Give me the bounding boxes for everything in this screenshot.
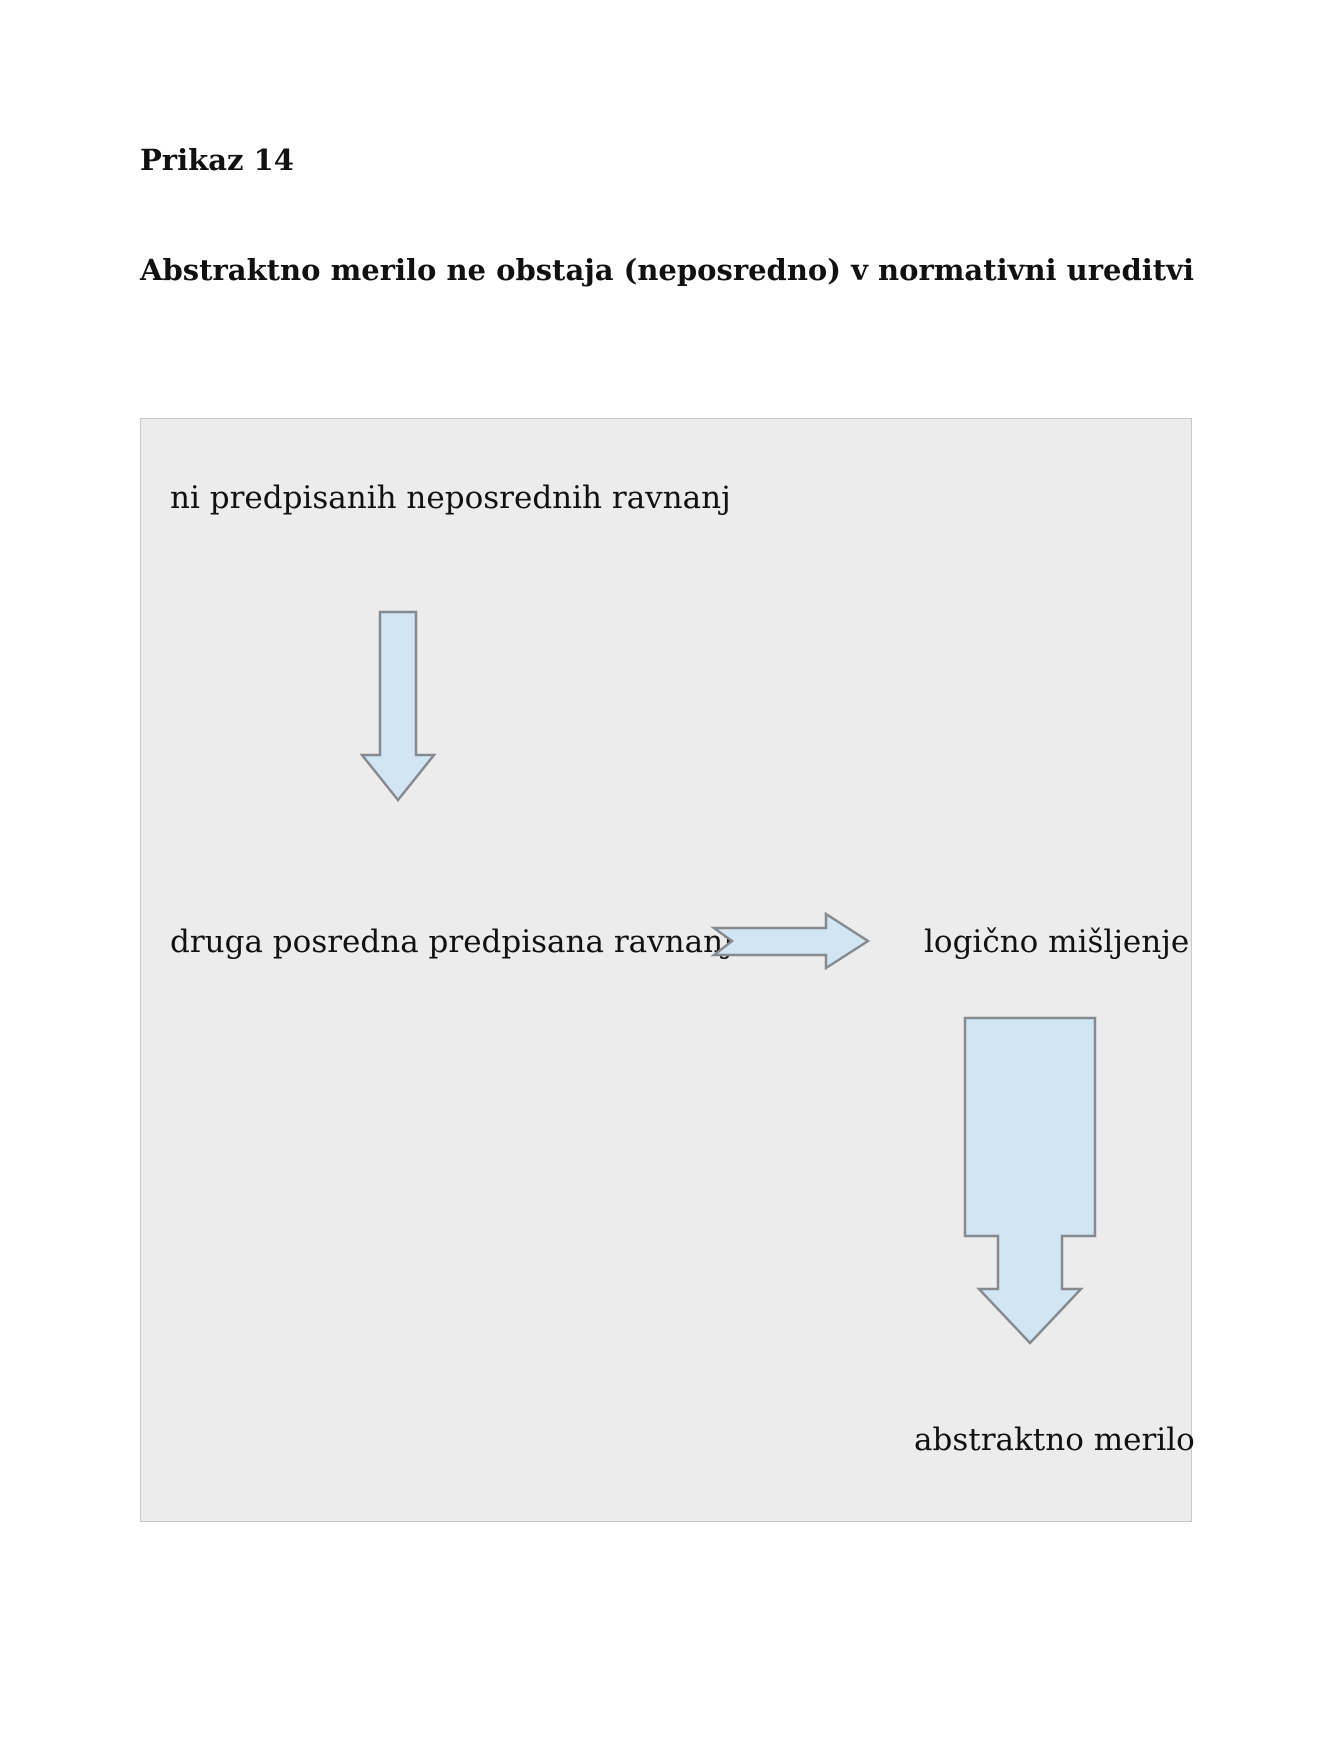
diagram-panel xyxy=(140,418,1192,1522)
figure-label: Prikaz 14 xyxy=(140,143,294,177)
figure-title: Abstraktno merilo ne obstaja (neposredno… xyxy=(140,253,1195,287)
node-abstract-standard: abstraktno merilo xyxy=(914,1422,1195,1458)
node-no-direct-rules: ni predpisanih neposrednih ravnanj xyxy=(170,480,731,516)
node-logical-thinking: logično mišljenje xyxy=(924,924,1190,960)
arrow-middle-to-logic xyxy=(710,911,871,971)
down-arrow-icon xyxy=(963,1016,1097,1345)
node-indirect-rules: druga posredna predpisana ravnanja xyxy=(170,924,752,960)
down-arrow-icon xyxy=(359,610,437,803)
arrow-top-to-middle xyxy=(359,610,437,803)
chevron-right-arrow-icon xyxy=(710,911,871,971)
arrow-logic-to-result xyxy=(963,1016,1097,1345)
